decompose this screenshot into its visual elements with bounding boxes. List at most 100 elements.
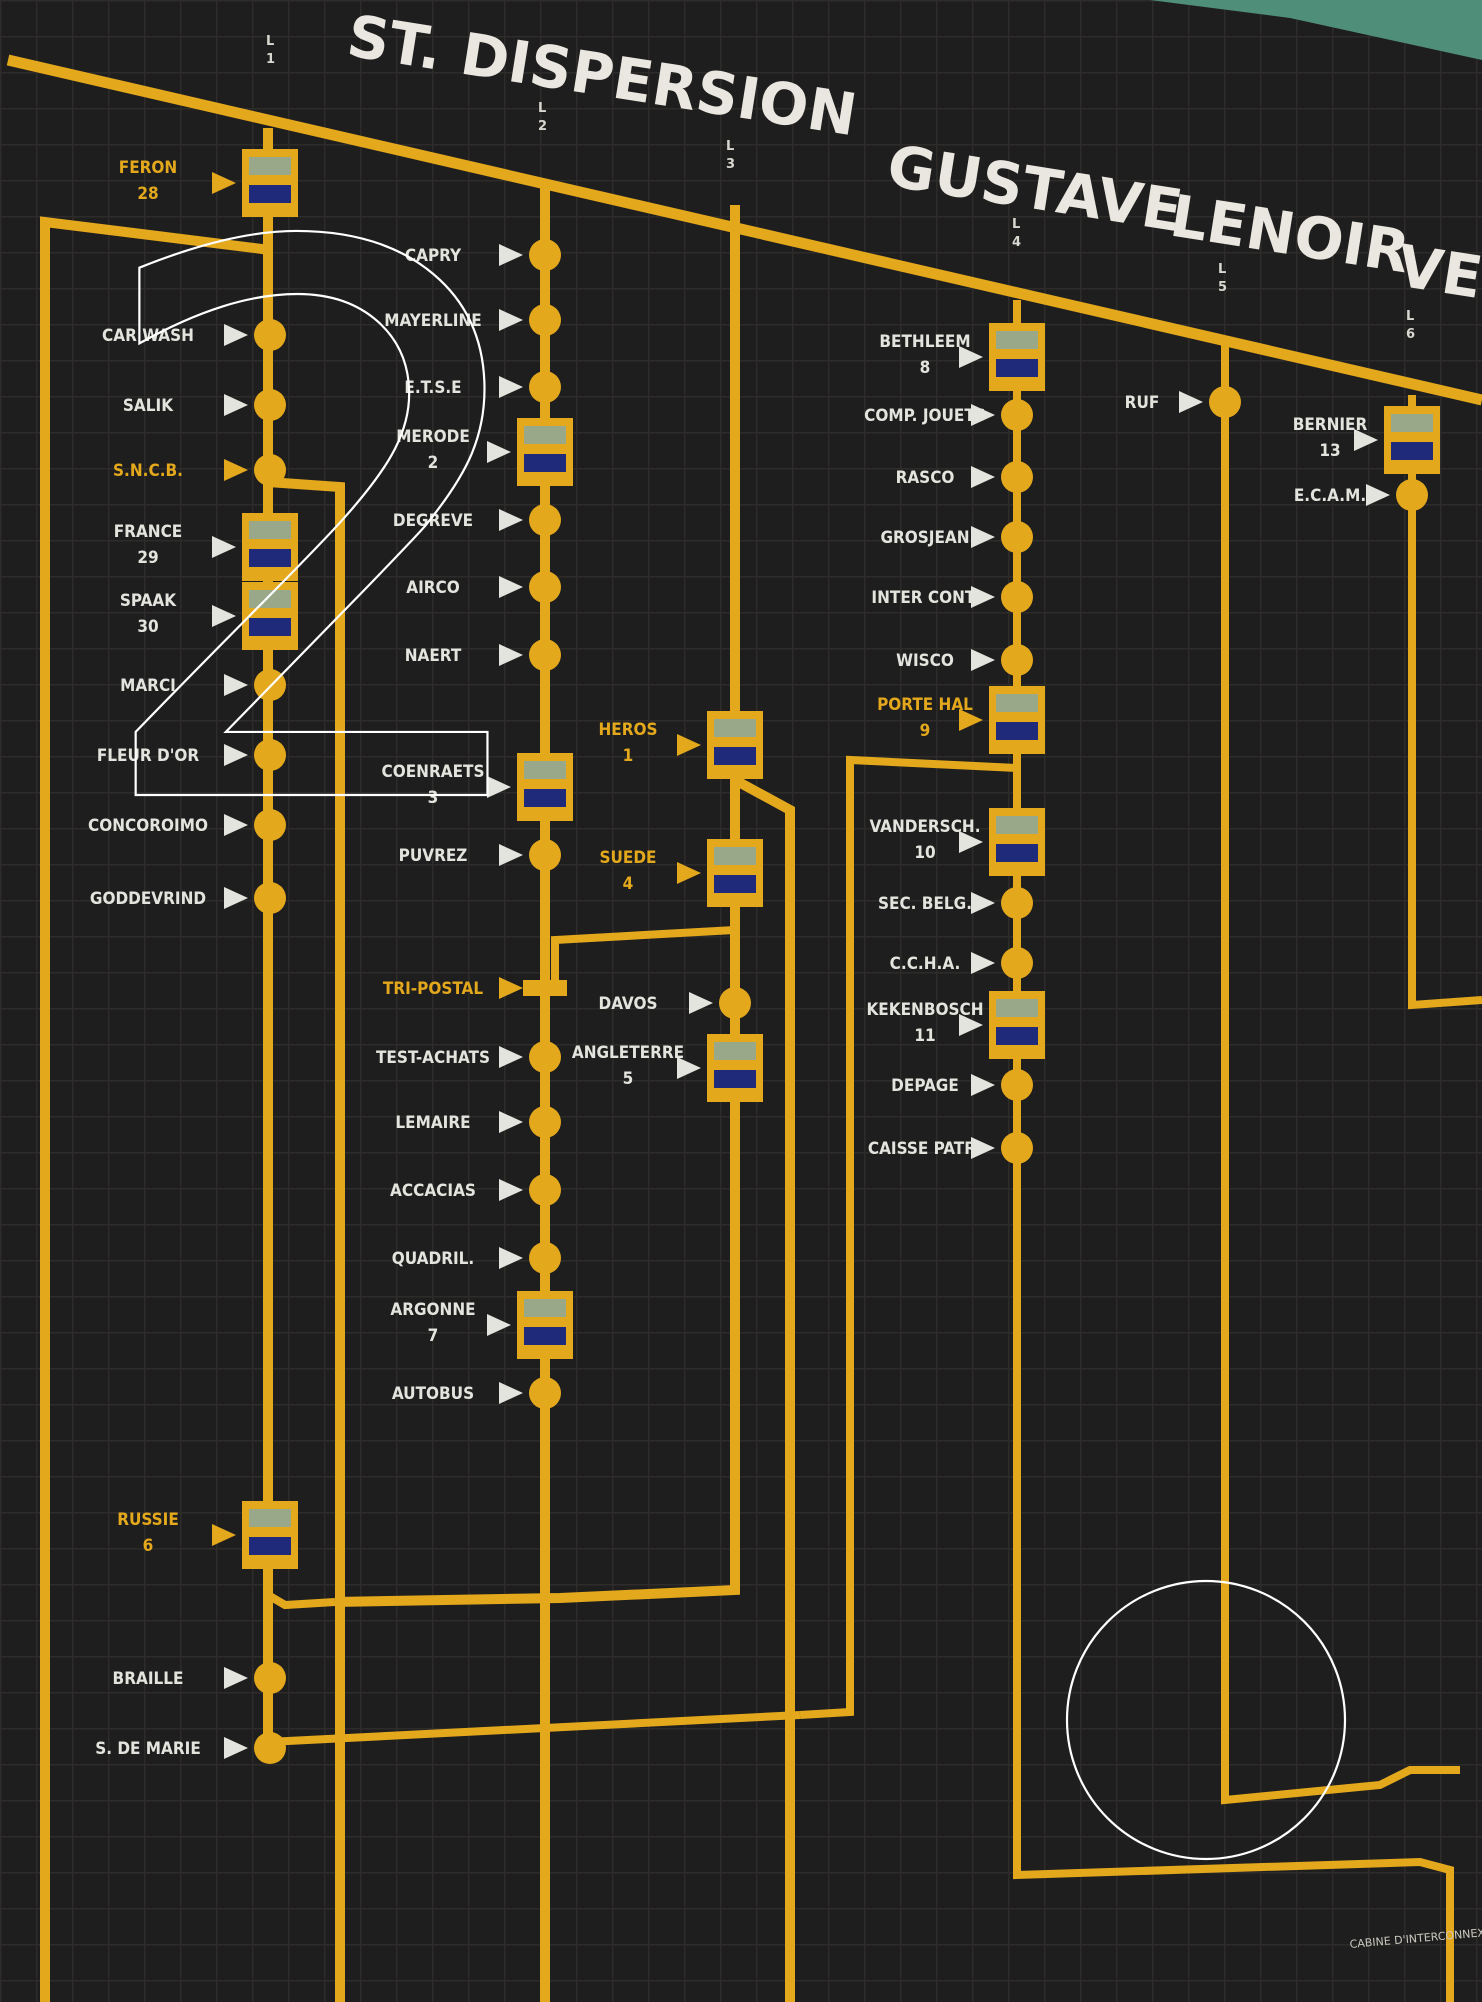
station-node (254, 882, 286, 914)
pointer-arrow-icon (971, 1074, 995, 1096)
station-number: 30 (137, 617, 158, 637)
pointer-arrow-icon (499, 376, 523, 398)
station-c6-0 (1354, 406, 1440, 474)
station-node (1001, 581, 1033, 613)
line-1-branch-left (40, 216, 271, 2002)
station-indicator-blue (1391, 442, 1433, 460)
station-name: HEROS (598, 720, 657, 740)
station-number: 5 (623, 1069, 634, 1089)
station-node (254, 669, 286, 701)
station-c3-3 (677, 1034, 763, 1102)
station-c2-10 (499, 1041, 561, 1073)
station-node (529, 371, 561, 403)
pointer-arrow-icon (971, 404, 995, 426)
main-feeder-line (6, 54, 1482, 406)
station-name: SPAAK (120, 591, 177, 611)
pointer-arrow-icon (487, 1314, 511, 1336)
station-c1-11 (224, 1662, 286, 1694)
station-number: 13 (1319, 441, 1340, 461)
station-c4-5 (971, 644, 1033, 676)
station-c5-0 (1179, 386, 1241, 418)
pointer-arrow-icon (499, 1247, 523, 1269)
line-5-vertical (1221, 345, 1460, 1805)
line-4-branch-left (799, 755, 1018, 1719)
pointer-arrow-icon (224, 744, 248, 766)
station-indicator-blue (714, 1070, 756, 1088)
track-network (6, 54, 1482, 2002)
station-indicator-green (714, 1042, 756, 1060)
station-number: 29 (137, 548, 158, 568)
station-indicator-blue (524, 789, 566, 807)
station-number: 11 (914, 1026, 935, 1046)
station-c2-14 (487, 1291, 573, 1359)
station-name: CAISSE PATR. (868, 1139, 982, 1159)
pointer-arrow-icon (499, 1179, 523, 1201)
station-c4-2 (971, 461, 1033, 493)
station-c3-2 (689, 987, 751, 1019)
pointer-arrow-icon (224, 887, 248, 909)
station-node (1001, 644, 1033, 676)
pointer-arrow-icon (499, 509, 523, 531)
station-name: VANDERSCH. (869, 817, 980, 837)
station-name: ACCACIAS (390, 1181, 476, 1201)
station-c4-8 (971, 887, 1033, 919)
station-node (1209, 386, 1241, 418)
station-name: CAPRY (405, 246, 462, 266)
station-name: GROSJEAN (880, 528, 969, 548)
pointer-arrow-icon (499, 1382, 523, 1404)
station-indicator-green (714, 847, 756, 865)
pointer-arrow-icon (224, 814, 248, 836)
station-name: PUVREZ (399, 846, 468, 866)
station-name: GODDEVRIND (90, 889, 206, 909)
station-indicator-green (524, 761, 566, 779)
station-indicator-green (996, 999, 1038, 1017)
station-number: 28 (137, 184, 158, 204)
station-c1-0 (212, 149, 298, 217)
station-c2-8 (499, 839, 561, 871)
station-c2-11 (499, 1106, 561, 1138)
pointer-arrow-icon (499, 977, 523, 999)
station-node (529, 571, 561, 603)
station-name: C.C.H.A. (890, 954, 961, 974)
station-name: FRANCE (114, 522, 183, 542)
station-name: INTER CONT. (871, 588, 978, 608)
station-c4-0 (959, 323, 1045, 391)
pointer-arrow-icon (499, 1046, 523, 1068)
pointer-arrow-icon (499, 309, 523, 331)
line-3-crossover (551, 900, 739, 985)
line-3-branch-right (732, 775, 795, 2002)
pointer-arrow-icon (971, 952, 995, 974)
station-indicator-green (996, 331, 1038, 349)
station-name: QUADRIL. (392, 1249, 474, 1269)
station-node (529, 639, 561, 671)
station-indicator-blue (524, 454, 566, 472)
station-c2-6 (499, 639, 561, 671)
station-name: PORTE HAL (877, 695, 973, 715)
station-indicator-green (249, 1509, 291, 1527)
station-name: WISCO (896, 651, 954, 671)
station-c1-4 (212, 513, 298, 581)
station-name: AIRCO (406, 578, 460, 598)
station-c2-2 (499, 371, 561, 403)
station-name: MERODE (396, 427, 470, 447)
station-name: FERON (119, 158, 177, 178)
pointer-arrow-icon (499, 644, 523, 666)
station-c1-7 (224, 739, 286, 771)
station-c2-3 (487, 418, 573, 486)
station-node (1001, 947, 1033, 979)
station-number: 7 (428, 1326, 439, 1346)
station-number: 2 (428, 453, 439, 473)
station-indicator-green (1391, 414, 1433, 432)
station-node (1001, 399, 1033, 431)
overlay-digit: 2 (80, 91, 564, 975)
line-1-bottom-spur (267, 1711, 801, 1746)
station-name: DAVOS (599, 994, 658, 1014)
station-node (529, 504, 561, 536)
station-indicator-blue (714, 747, 756, 765)
station-node (1001, 1069, 1033, 1101)
station-indicator-blue (524, 1327, 566, 1345)
station-indicator-green (249, 157, 291, 175)
station-bar (523, 980, 567, 996)
